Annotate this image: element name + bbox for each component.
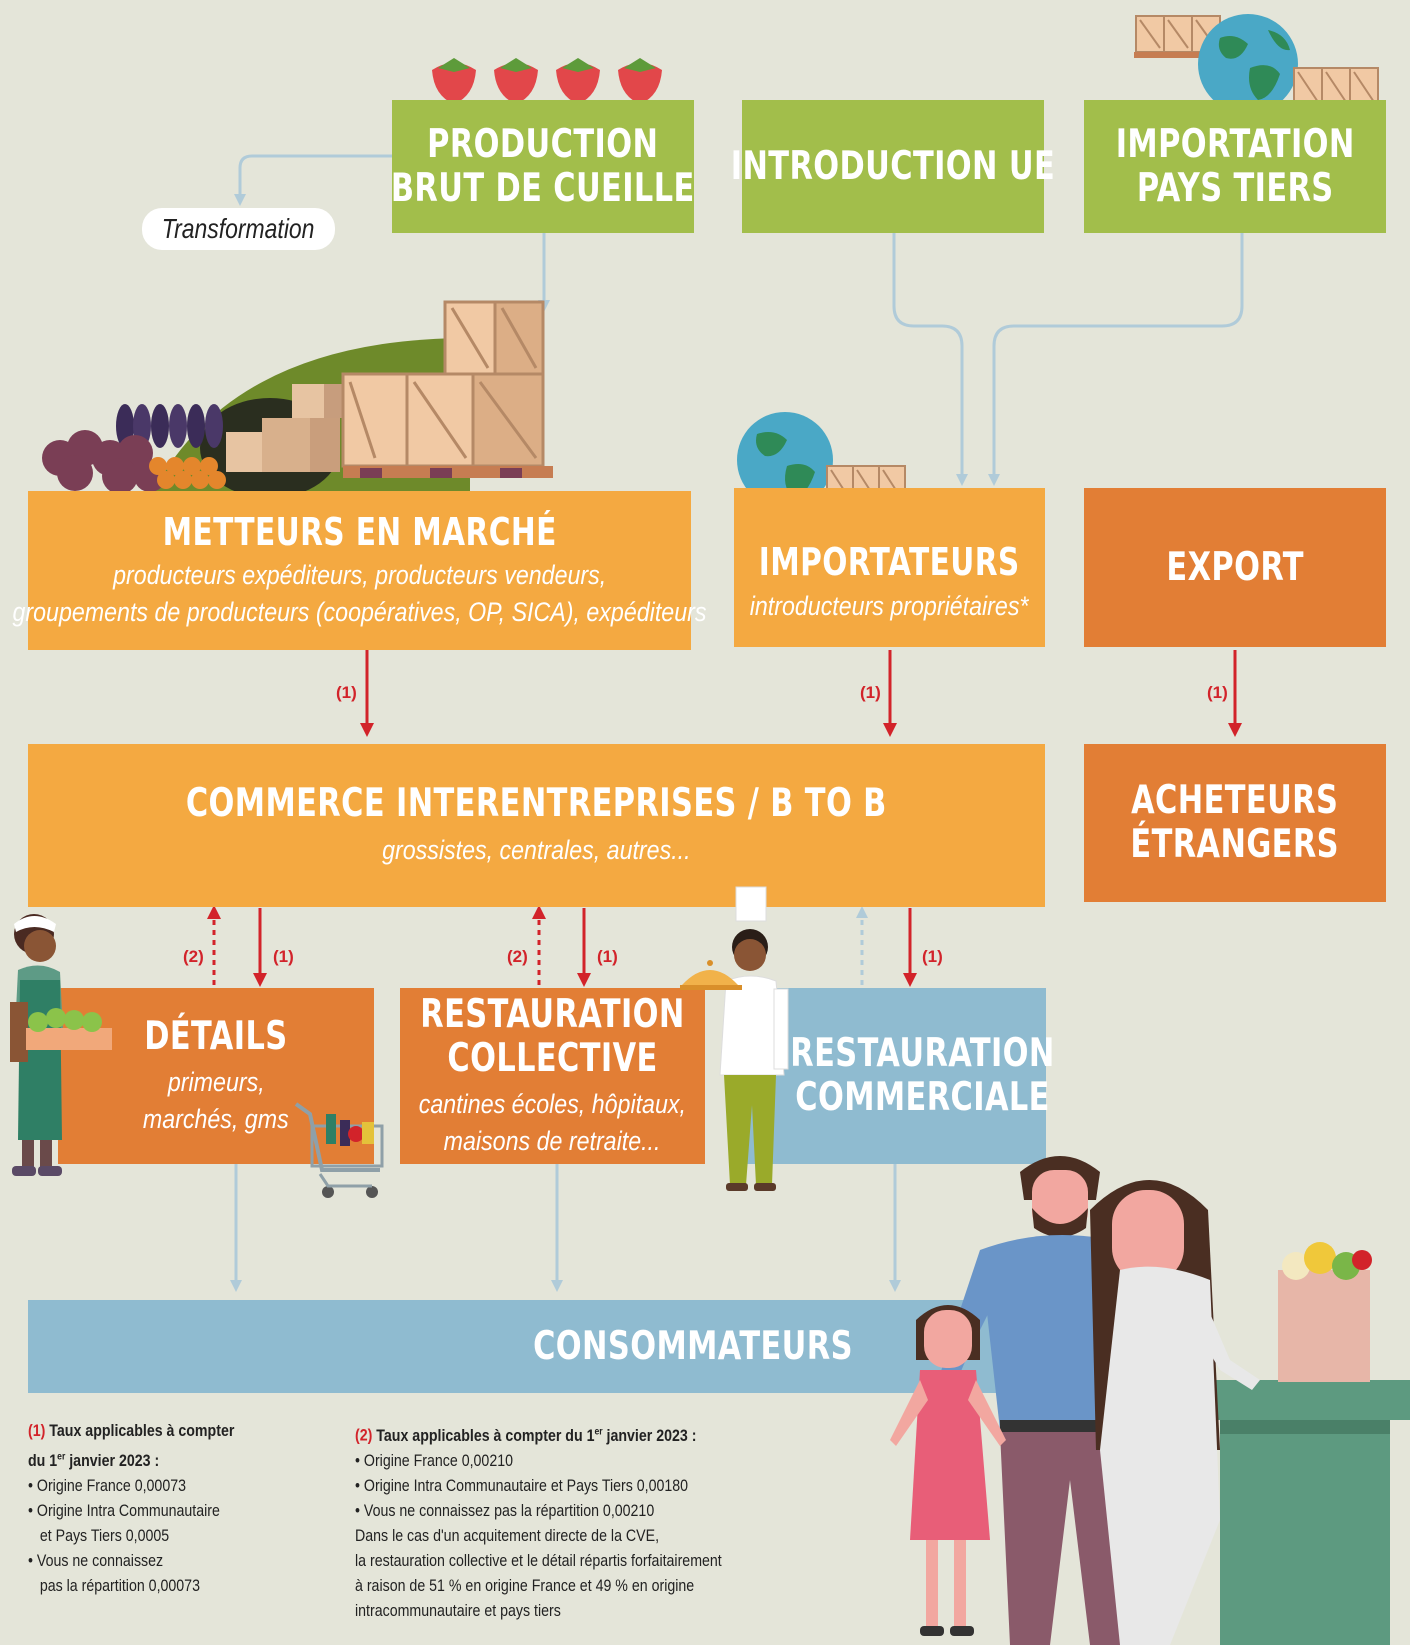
commerciale-line2: COMMERCIALE: [795, 1075, 1051, 1120]
node-export: EXPORT: [1084, 488, 1386, 647]
collective-sub1: cantines écoles, hôpitaux,: [418, 1089, 687, 1120]
girl-figure: [890, 1305, 1006, 1636]
shopping-cart-icon: [294, 1102, 384, 1198]
production-line1: PRODUCTION: [427, 121, 659, 167]
arrow-label-2: (2): [183, 947, 204, 966]
footnote-1-item: • Vous ne connaissez: [28, 1551, 164, 1570]
cloche-icon: [680, 960, 742, 990]
collective-sub2: maisons de retraite...: [444, 1125, 661, 1156]
grocer-illustration: [10, 914, 112, 1176]
node-production-brut-de-cueille: PRODUCTION BRUT DE CUEILLE: [391, 100, 695, 233]
arrow-label-2: (2): [507, 947, 528, 966]
importateurs-title: IMPORTATEURS: [759, 540, 1020, 584]
node-acheteurs-etrangers: ACHETEURS ÉTRANGERS: [1084, 744, 1386, 902]
crate-icon: [341, 300, 545, 468]
node-metteurs-en-marche: METTEURS EN MARCHÉ producteurs expéditeu…: [13, 491, 706, 650]
arrow-label-1: (1): [860, 683, 881, 702]
people-illustration: [890, 1156, 1410, 1645]
produce-and-crates-illustration: [42, 300, 553, 498]
metteurs-title: METTEURS EN MARCHÉ: [162, 509, 557, 554]
footnote-2-sup: er: [594, 1426, 603, 1437]
metteurs-sub1: producteurs expéditeurs, producteurs ven…: [112, 560, 607, 591]
footnote-1: (1) Taux applicables à compter du 1er ja…: [28, 1419, 318, 1599]
collective-line2: COLLECTIVE: [447, 1035, 658, 1081]
metteurs-sub2: groupements de producteurs (coopératives…: [12, 596, 707, 627]
importateurs-sub: introducteurs propriétaires*: [750, 590, 1029, 621]
footnote-2-item: la restauration collective et le détail …: [355, 1551, 722, 1570]
importation-line1: IMPORTATION: [1115, 121, 1355, 167]
arrow-label-1: (1): [273, 947, 294, 966]
apple-icon: [28, 1008, 102, 1032]
crate-icon: [1135, 15, 1221, 53]
grapes-icon: [42, 430, 166, 494]
globe-icon: [737, 412, 833, 508]
footnote-1-item: • Origine France 0,00073: [28, 1476, 186, 1495]
node-commerce-interentreprises: COMMERCE INTERENTREPRISES / B TO B gross…: [28, 744, 1045, 907]
strawberry-icon: [432, 58, 476, 104]
acheteurs-line2: ÉTRANGERS: [1130, 822, 1340, 867]
collective-line1: RESTAURATION: [420, 991, 685, 1037]
arrow-label-1: (1): [597, 947, 618, 966]
footnote-2: (2) Taux applicables à compter du 1er ja…: [355, 1419, 915, 1624]
flow-importation-to-importateurs: [988, 232, 1244, 486]
footnote-1-heading-a: Taux applicables à compter: [49, 1422, 235, 1440]
grocery-bag-icon: [1278, 1242, 1372, 1382]
strawberry-icons: [432, 58, 662, 104]
strawberry-icon: [494, 58, 538, 104]
details-sub1: primeurs,: [167, 1067, 265, 1098]
node-importation-pays-tiers: IMPORTATION PAYS TIERS: [1084, 100, 1386, 233]
consommateurs-title: CONSOMMATEURS: [533, 1323, 853, 1369]
woman-figure: [1090, 1180, 1260, 1645]
citrus-icon: [149, 457, 226, 489]
footnote-2-heading-a: Taux applicables à compter du 1: [376, 1426, 595, 1445]
transformation-label: Transformation: [142, 208, 335, 250]
footnote-1-item: • Origine Intra Communautaire: [28, 1501, 220, 1520]
strawberry-icon: [618, 58, 662, 104]
production-line2: BRUT DE CUEILLE: [391, 165, 695, 211]
footnote-2-marker: (2): [355, 1426, 373, 1445]
details-title: DÉTAILS: [144, 1013, 288, 1059]
commerciale-line1: RESTAURATION: [790, 1031, 1056, 1077]
footnote-2-item: • Origine Intra Communautaire et Pays Ti…: [355, 1476, 689, 1495]
footnote-2-heading-c: janvier 2023 :: [602, 1426, 697, 1445]
footnote-1-sup: er: [57, 1451, 66, 1462]
node-restauration-collective: RESTAURATION COLLECTIVE cantines écoles,…: [400, 988, 705, 1164]
footnote-2-item: intracommunautaire et pays tiers: [355, 1601, 561, 1620]
footnote-2-item: Dans le cas d'un acquitement directe de …: [355, 1526, 660, 1545]
footnote-1-heading-b: du 1: [28, 1451, 58, 1470]
node-details: DÉTAILS primeurs, marchés, gms: [58, 988, 374, 1164]
arrow-label-1: (1): [922, 947, 943, 966]
footnote-2-item: • Origine France 0,00210: [355, 1451, 513, 1470]
node-importateurs: IMPORTATEURS introducteurs propriétaires…: [734, 488, 1045, 647]
footnote-2-item: • Vous ne connaissez pas la répartition …: [355, 1501, 655, 1520]
importation-line2: PAYS TIERS: [1136, 165, 1334, 211]
commerce-sub: grossistes, centrales, autres...: [382, 835, 691, 866]
arrow-label-1: (1): [336, 683, 357, 702]
acheteurs-line1: ACHETEURS: [1131, 778, 1339, 824]
node-introduction-ue: INTRODUCTION UE: [731, 100, 1055, 233]
footnote-1-item: et Pays Tiers 0,0005: [28, 1526, 170, 1545]
commerce-title: COMMERCE INTERENTREPRISES / B TO B: [186, 781, 887, 827]
details-sub2: marchés, gms: [143, 1103, 289, 1134]
footnote-1-marker: (1): [28, 1422, 46, 1440]
footnote-1-item: pas la répartition 0,00073: [28, 1576, 200, 1595]
introduction-ue-title: INTRODUCTION UE: [730, 143, 1056, 189]
export-title: EXPORT: [1166, 544, 1304, 590]
chef-illustration: [680, 886, 789, 1191]
globe-icon: [1198, 14, 1298, 114]
flow-to-transformation: [234, 154, 392, 206]
arrow-label-1: (1): [1207, 683, 1228, 702]
footnote-2-item: à raison de 51 % en origine France et 49…: [355, 1576, 695, 1595]
strawberry-icon: [556, 58, 600, 104]
footnote-1-heading-c: janvier 2023 :: [65, 1451, 160, 1470]
